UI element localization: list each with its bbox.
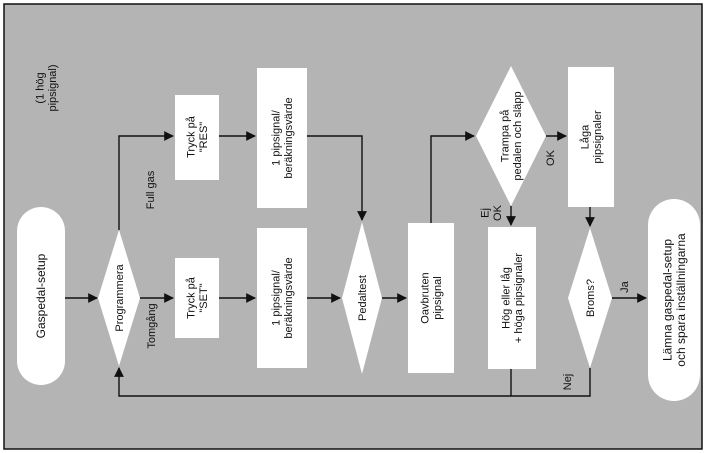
programmera-decision	[98, 230, 140, 366]
full-gas-label: Full gas	[145, 170, 157, 209]
header-note: (1 högpipsignal)	[35, 64, 60, 111]
edge-programmera-full-gas	[118, 131, 174, 230]
end-label: Lämna gaspedal-setupoch spara inställnin…	[660, 233, 688, 367]
beep-top-box	[257, 68, 307, 208]
ja-label: Ja	[619, 280, 631, 293]
tomgang-label: Tomgång	[146, 303, 158, 348]
beep-top-label: 1 pipsignal/beräkningsvärde	[271, 97, 296, 178]
pedaltest-label: Pedaltest	[357, 275, 369, 321]
beep-bottom-box	[257, 228, 307, 368]
start-label: Gaspedal-setup	[34, 253, 48, 338]
oavbruten-box	[408, 223, 454, 373]
pedaltest-decision	[342, 222, 382, 374]
laga-label: Lågapipsignaler	[580, 110, 605, 164]
beep-bottom-label: 1 pipsignal/beräkningsvärde	[271, 257, 296, 338]
ej-ok-label: EjOK	[480, 204, 505, 221]
tryck-res-label: Tryck på"RES"	[186, 115, 211, 158]
programmera-label: Programmera	[114, 264, 126, 332]
nej-label: Nej	[562, 374, 574, 391]
laga-box	[568, 67, 614, 207]
start-terminal	[17, 207, 65, 385]
broms-label: Broms?	[585, 279, 597, 317]
hog-lag-box	[488, 227, 536, 369]
edge-oavbruten-to-trampa	[430, 131, 475, 223]
broms-decision	[568, 228, 612, 368]
tryck-set-label: Tryck på"SET"	[186, 276, 211, 319]
trampa-decision	[476, 66, 546, 206]
hog-lag-label: Hög eller låg+ höga pipsignaler	[501, 253, 526, 344]
edge-loop-back	[114, 367, 591, 397]
edge-beep-top-to-pedaltest	[307, 135, 367, 221]
tryck-set-box	[175, 258, 219, 338]
trampa-label: Trampa påpedalen och släpp	[500, 91, 525, 180]
tryck-res-box	[175, 95, 219, 180]
ok-label: OK	[545, 149, 557, 166]
end-terminal	[648, 199, 700, 401]
oavbruten-label: Oavbrutenpipsignal	[420, 272, 445, 323]
